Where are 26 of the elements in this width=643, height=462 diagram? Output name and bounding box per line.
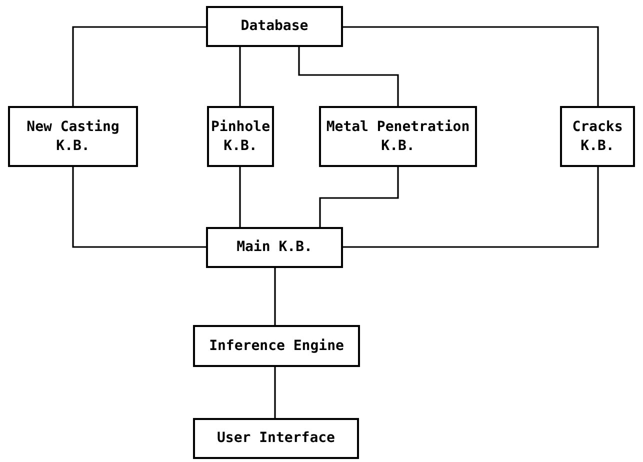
- connector-line: [72, 26, 206, 106]
- connector-line: [239, 47, 241, 106]
- box-label: Metal Penetration K.B.: [325, 118, 471, 156]
- box-label: Cracks K.B.: [571, 118, 624, 156]
- connector-line: [343, 26, 599, 106]
- connector-line: [72, 167, 206, 248]
- box-label: Inference Engine: [209, 336, 344, 356]
- process-box: [560, 106, 635, 167]
- process-box: [206, 227, 343, 268]
- process-box: [206, 6, 343, 47]
- process-box: [207, 106, 274, 167]
- box-label: Pinhole K.B.: [211, 118, 270, 156]
- connector-line: [274, 268, 276, 325]
- connector-line: [298, 47, 399, 106]
- process-box: [319, 106, 477, 167]
- connector-line: [343, 167, 599, 248]
- box-label: New Casting K.B.: [26, 118, 120, 156]
- box-label: Database: [240, 17, 308, 36]
- box-label: User Interface: [216, 429, 335, 448]
- process-box: [193, 325, 360, 367]
- box-label: Main K.B.: [236, 238, 312, 257]
- process-box: [193, 418, 359, 459]
- process-box: [8, 106, 138, 167]
- connector-line: [239, 167, 241, 227]
- connector-line: [319, 167, 399, 227]
- connector-line: [274, 367, 276, 418]
